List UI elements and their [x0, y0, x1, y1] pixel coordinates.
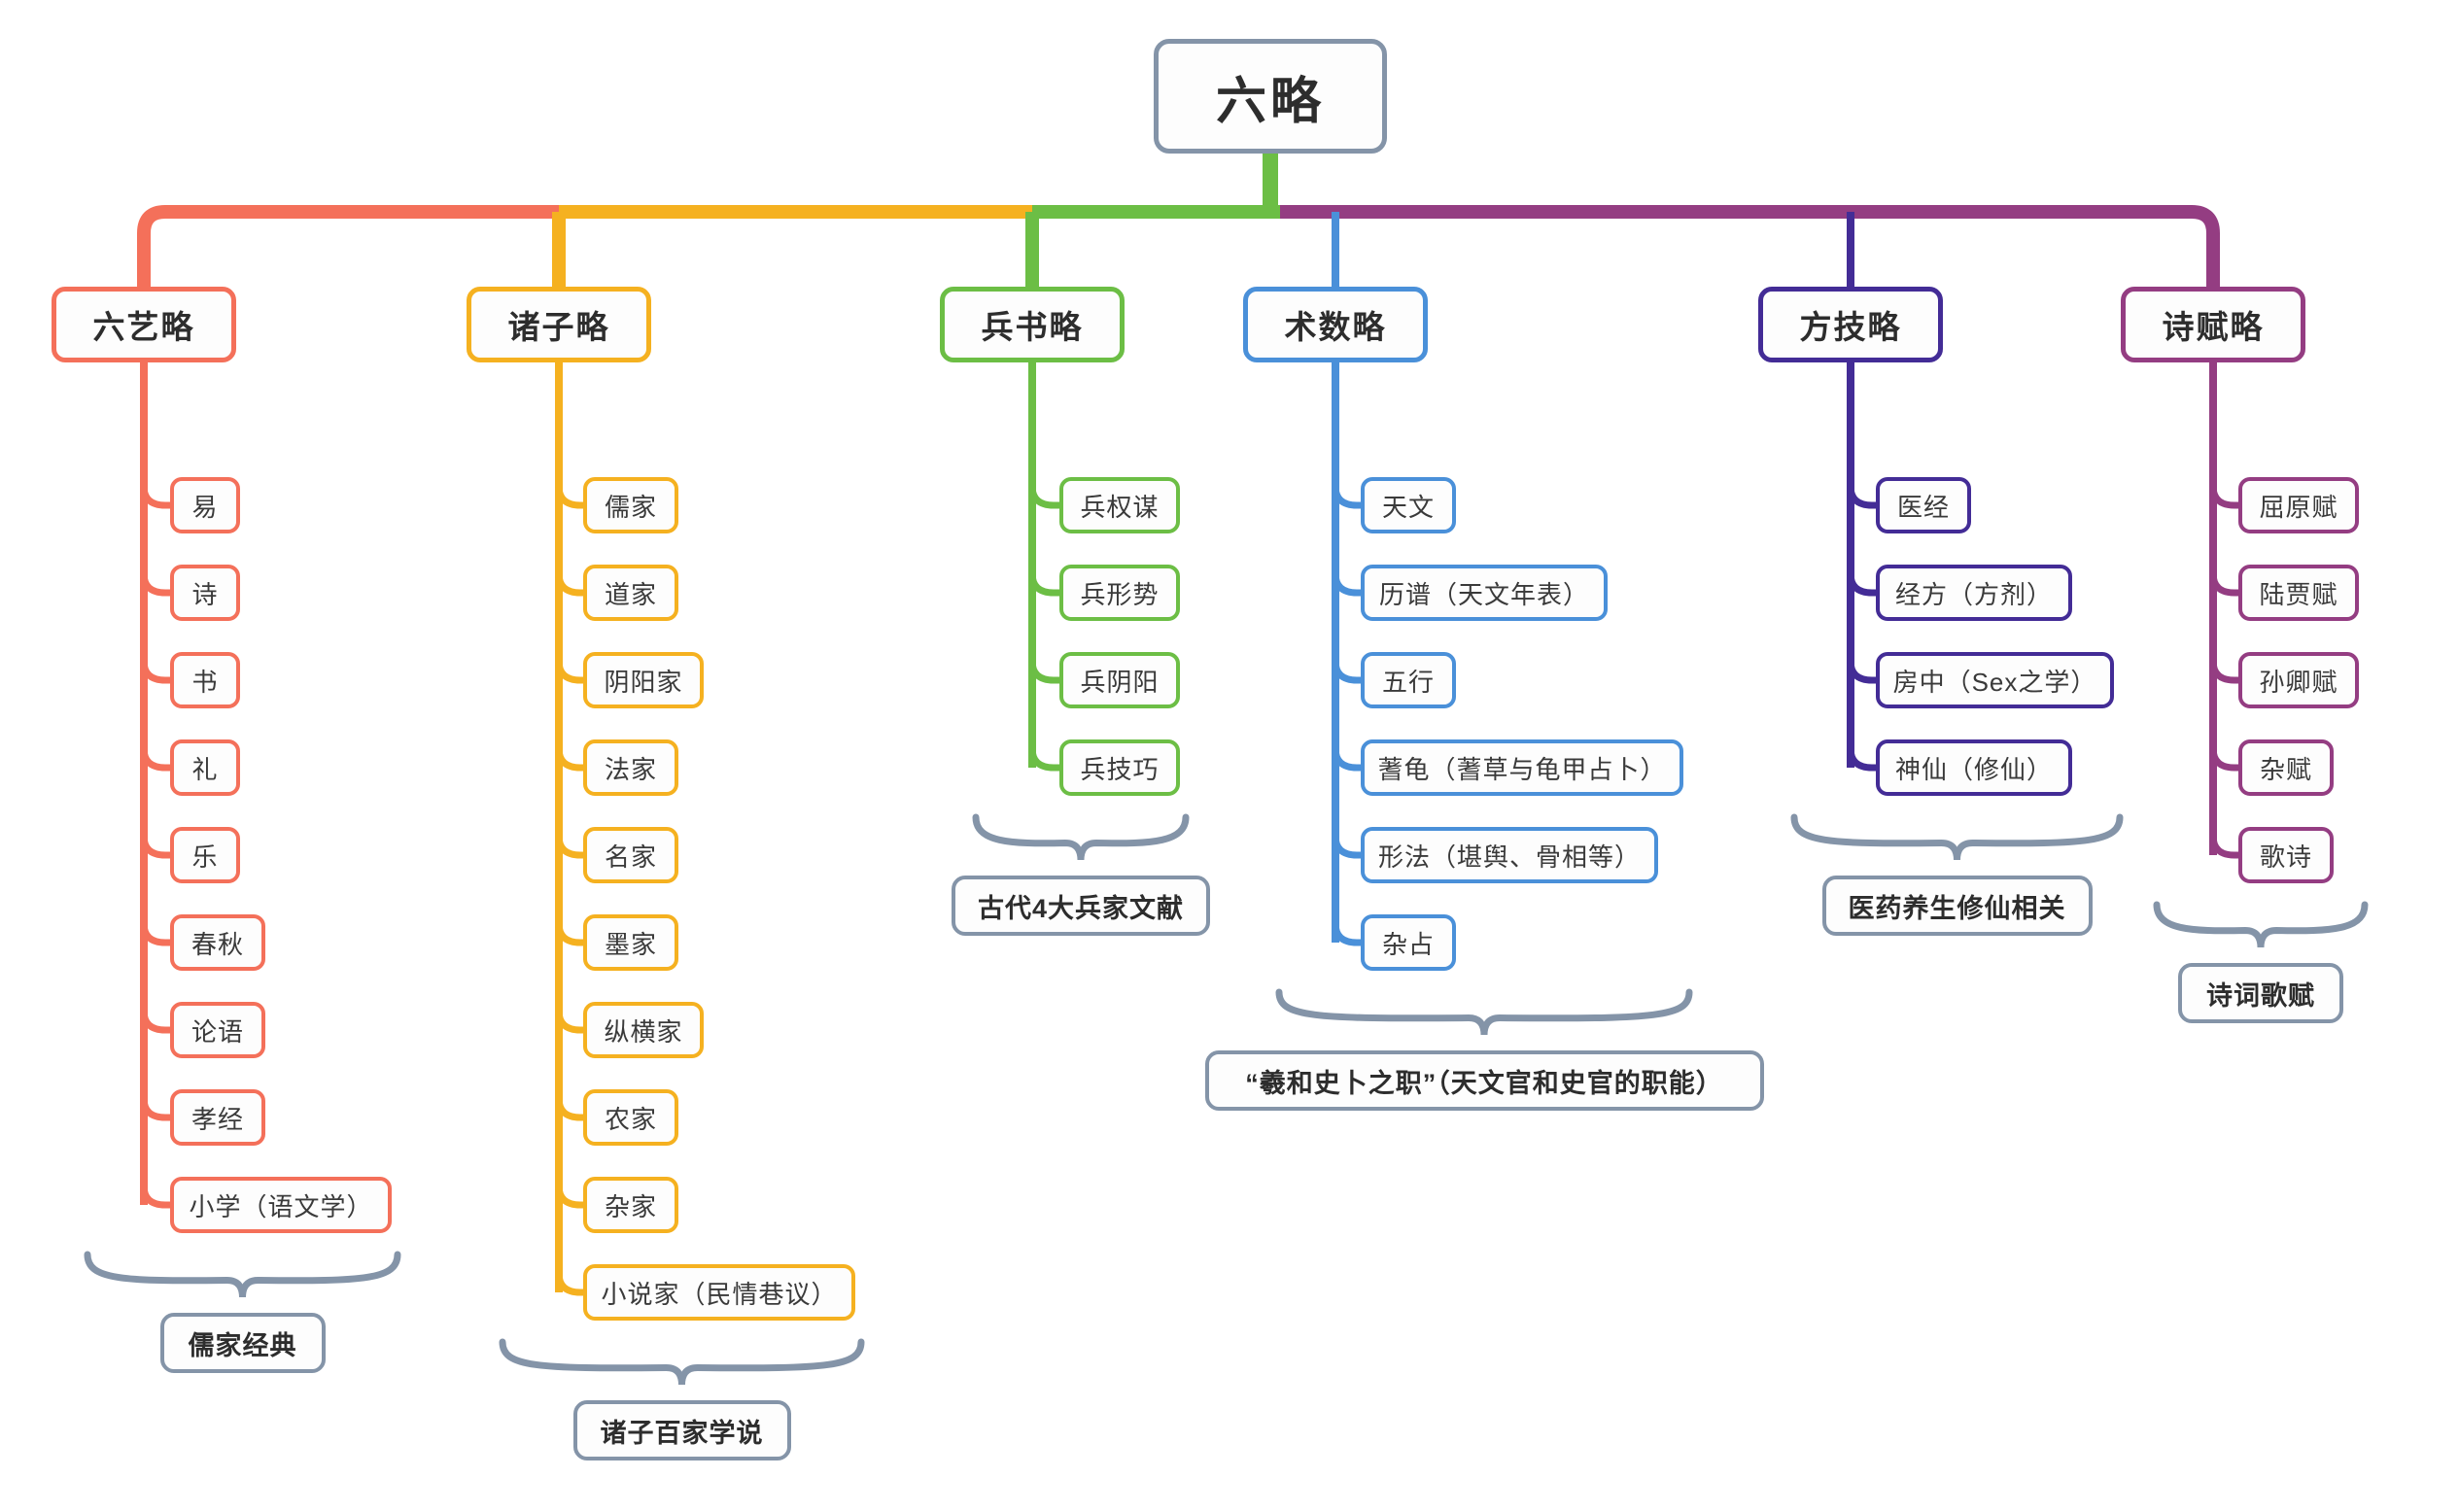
leaf-node-1-2[interactable]: 阴阳家 — [583, 652, 704, 708]
leaf-node-4-0[interactable]: 医经 — [1876, 477, 1971, 533]
leaf-node-5-0[interactable]: 屈原赋 — [2238, 477, 2359, 533]
leaf-node-0-4[interactable]: 乐 — [170, 827, 240, 883]
leaf-node-1-4[interactable]: 名家 — [583, 827, 678, 883]
leaf-node-5-1[interactable]: 陆贾赋 — [2238, 565, 2359, 621]
summary-node-4[interactable]: 医药养生修仙相关 — [1821, 876, 2093, 936]
leaf-node-0-6[interactable]: 论语 — [170, 1002, 265, 1058]
leaf-node-4-3[interactable]: 神仙（修仙） — [1876, 739, 2072, 796]
leaf-node-3-5[interactable]: 杂占 — [1361, 914, 1456, 971]
branch-node-4[interactable]: 方技略 — [1758, 287, 1943, 362]
root-node[interactable]: 六略 — [1154, 39, 1387, 154]
leaf-node-3-4[interactable]: 形法（堪舆、骨相等） — [1361, 827, 1658, 883]
leaf-node-2-2[interactable]: 兵阴阳 — [1059, 652, 1180, 708]
summary-node-2[interactable]: 古代4大兵家文献 — [952, 876, 1210, 936]
summary-node-5[interactable]: 诗词歌赋 — [2178, 963, 2343, 1023]
leaf-node-2-3[interactable]: 兵技巧 — [1059, 739, 1180, 796]
leaf-node-2-0[interactable]: 兵权谋 — [1059, 477, 1180, 533]
leaf-node-3-1[interactable]: 历谱（天文年表） — [1361, 565, 1608, 621]
leaf-node-5-3[interactable]: 杂赋 — [2238, 739, 2334, 796]
summary-node-1[interactable]: 诸子百家学说 — [572, 1400, 791, 1460]
leaf-node-3-3[interactable]: 蓍龟（蓍草与龟甲占卜） — [1361, 739, 1683, 796]
leaf-node-2-1[interactable]: 兵形势 — [1059, 565, 1180, 621]
leaf-node-0-2[interactable]: 书 — [170, 652, 240, 708]
leaf-node-5-2[interactable]: 孙卿赋 — [2238, 652, 2359, 708]
leaf-node-0-0[interactable]: 易 — [170, 477, 240, 533]
leaf-node-0-1[interactable]: 诗 — [170, 565, 240, 621]
leaf-node-1-1[interactable]: 道家 — [583, 565, 678, 621]
leaf-node-0-5[interactable]: 春秋 — [170, 914, 265, 971]
branch-node-3[interactable]: 术数略 — [1243, 287, 1428, 362]
summary-node-0[interactable]: 儒家经典 — [159, 1313, 326, 1373]
leaf-node-1-6[interactable]: 纵横家 — [583, 1002, 704, 1058]
leaf-node-4-1[interactable]: 经方（方剂） — [1876, 565, 2072, 621]
leaf-node-3-2[interactable]: 五行 — [1361, 652, 1456, 708]
leaf-node-0-8[interactable]: 小学（语文学） — [170, 1177, 392, 1233]
leaf-node-1-0[interactable]: 儒家 — [583, 477, 678, 533]
leaf-node-1-5[interactable]: 墨家 — [583, 914, 678, 971]
leaf-node-0-7[interactable]: 孝经 — [170, 1089, 265, 1146]
leaf-node-1-8[interactable]: 杂家 — [583, 1177, 678, 1233]
branch-node-0[interactable]: 六艺略 — [52, 287, 236, 362]
leaf-node-3-0[interactable]: 天文 — [1361, 477, 1456, 533]
leaf-node-0-3[interactable]: 礼 — [170, 739, 240, 796]
leaf-node-4-2[interactable]: 房中（Sex之学） — [1876, 652, 2114, 708]
leaf-node-1-9[interactable]: 小说家（民情巷议） — [583, 1264, 855, 1321]
branch-node-2[interactable]: 兵书略 — [940, 287, 1125, 362]
leaf-node-5-4[interactable]: 歌诗 — [2238, 827, 2334, 883]
summary-node-3[interactable]: “羲和史卜之职”（天文官和史官的职能） — [1204, 1050, 1764, 1111]
branch-node-5[interactable]: 诗赋略 — [2121, 287, 2305, 362]
branch-node-1[interactable]: 诸子略 — [467, 287, 651, 362]
leaf-node-1-3[interactable]: 法家 — [583, 739, 678, 796]
leaf-node-1-7[interactable]: 农家 — [583, 1089, 678, 1146]
